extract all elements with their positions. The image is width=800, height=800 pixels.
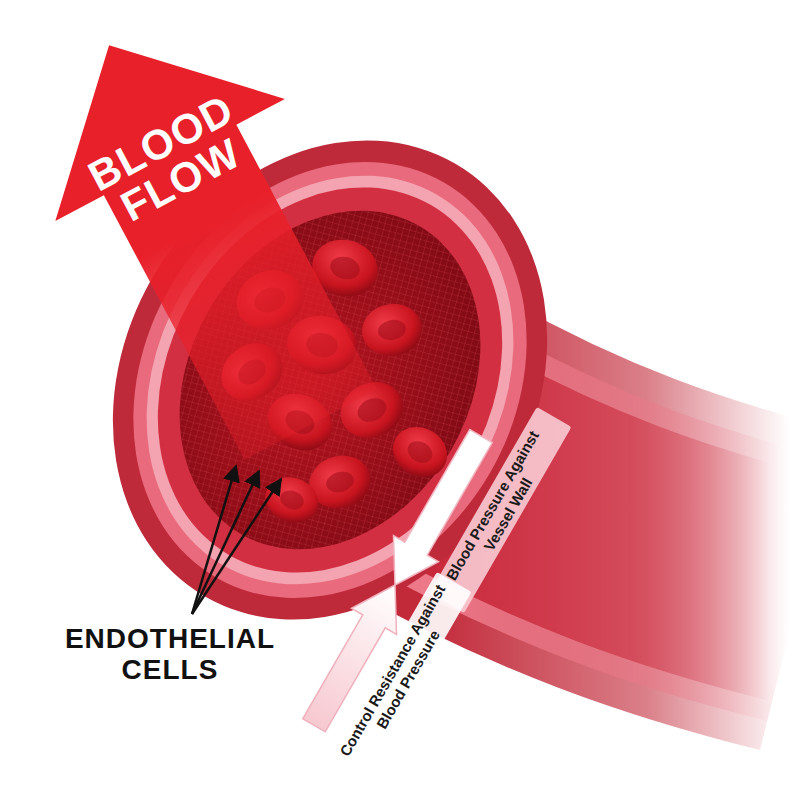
flow-arrow-shape xyxy=(0,0,426,486)
force-label: Control Resistance Against Blood Pressur… xyxy=(329,572,471,778)
part-label: ENDOTHELIAL CELLS xyxy=(50,622,290,688)
leader-lines xyxy=(192,466,281,614)
flow-arrow: BLOOD FLOW xyxy=(0,0,426,486)
